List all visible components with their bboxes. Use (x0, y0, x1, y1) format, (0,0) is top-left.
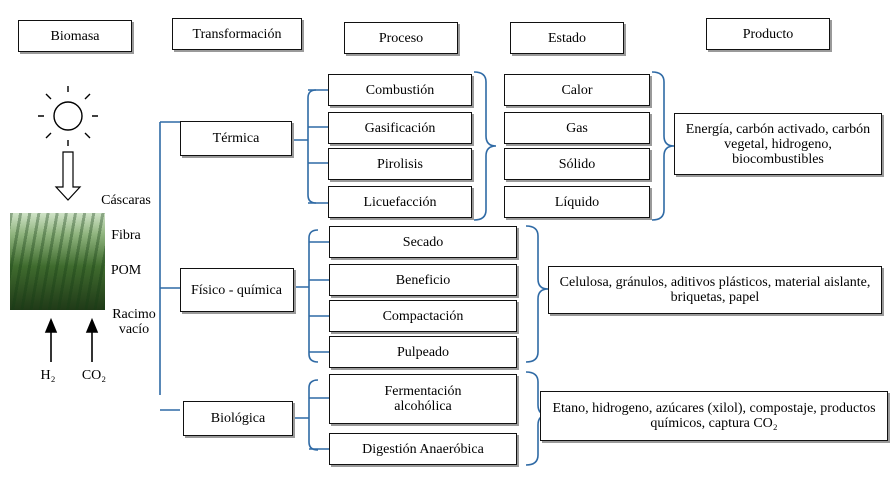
process-gasificacion: Gasificación (328, 112, 472, 144)
state-calor: Calor (504, 74, 650, 106)
product-fisico: Celulosa, gránulos, aditivos plásticos, … (548, 266, 882, 314)
input-co2: CO₂ (81, 368, 107, 383)
state-product-brace (651, 71, 675, 221)
up-arrow-icon (44, 317, 99, 362)
process-secado: Secado (329, 226, 517, 258)
state-gas: Gas (504, 112, 650, 144)
process-fermentacion: Fermentación alcohólica (329, 374, 517, 424)
process-state-brace (473, 71, 497, 221)
process-compactacion: Compactación (329, 300, 517, 332)
state-solido: Sólido (504, 148, 650, 180)
fisico-product-brace (525, 225, 549, 363)
header-transformacion: Transformación (172, 18, 302, 50)
header-producto: Producto (706, 18, 830, 50)
biomass-item-racimo: Racimo vacío (112, 307, 156, 337)
termica-process-bracket (291, 89, 317, 204)
palm-plantation-image (10, 213, 105, 310)
header-proceso: Proceso (344, 22, 458, 54)
biomass-item-cascaras: Cáscaras (101, 193, 151, 208)
process-pulpeado: Pulpeado (329, 336, 517, 368)
product-biologica: Etano, hidrogeno, azúcares (xilol), comp… (540, 391, 888, 441)
process-licuefaccion: Licuefacción (328, 186, 472, 218)
header-biomasa: Biomasa (18, 20, 132, 52)
biologica-process-bracket (292, 379, 319, 451)
process-beneficio: Beneficio (329, 264, 517, 296)
fisico-process-bracket (294, 229, 319, 363)
transformation-fisico: Físico - química (180, 268, 294, 312)
product-termica: Energía, carbón activado, carbón vegetal… (674, 113, 882, 175)
process-digestion: Digestión Anaeróbica (329, 433, 517, 465)
biomass-item-fibra: Fibra (111, 228, 141, 243)
transformation-termica: Térmica (180, 121, 292, 156)
transformation-biologica: Biológica (183, 401, 293, 436)
state-liquido: Líquido (504, 186, 650, 218)
input-h2: H₂ (40, 368, 56, 383)
process-combustion: Combustión (328, 74, 472, 106)
biomass-item-pom: POM (110, 263, 142, 278)
down-arrow-icon (54, 151, 82, 201)
sun-icon (38, 86, 98, 146)
process-pirolisis: Pirolisis (328, 148, 472, 180)
header-estado: Estado (510, 22, 624, 54)
